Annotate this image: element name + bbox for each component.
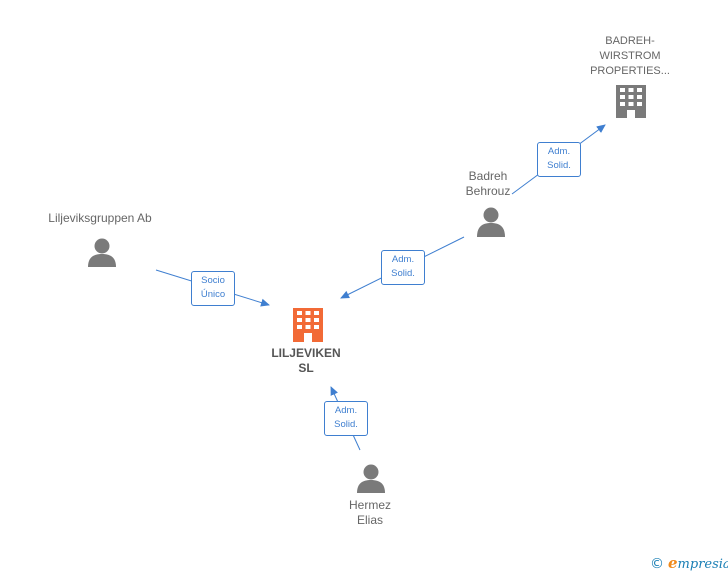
- person-icon: [88, 238, 116, 267]
- building-icon: [616, 85, 646, 118]
- relation-label-line: Solid.: [391, 268, 415, 279]
- brand-initial: e: [668, 554, 678, 572]
- node-label-badreh-wirstrom: BADREH- WIRSTROM PROPERTIES...: [570, 34, 690, 79]
- building-icon-main: [293, 308, 323, 342]
- person-icon: [357, 464, 385, 493]
- node-label-line: BADREH-: [605, 35, 655, 47]
- relation-label-line: Solid.: [334, 419, 358, 430]
- node-label-line: LILJEVIKEN: [271, 346, 341, 360]
- relation-label-liljeviksgruppen-liljeviken[interactable]: Socio Único: [191, 271, 235, 306]
- node-label-line: Liljeviksgruppen Ab: [48, 211, 152, 225]
- relation-label-line: Único: [200, 289, 226, 300]
- node-label-hermez-elias: Hermez Elias: [330, 498, 410, 528]
- node-label-line: Elias: [356, 513, 383, 527]
- relation-label-line: Adm.: [334, 405, 358, 416]
- relation-label-line: Solid.: [547, 160, 571, 171]
- node-label-line: SL: [298, 361, 314, 375]
- relation-label-line: Socio: [201, 275, 225, 286]
- node-label-line: Behrouz: [465, 184, 511, 198]
- node-label-liljeviken: LILJEVIKEN SL: [258, 346, 354, 376]
- person-icon: [477, 207, 505, 237]
- node-label-line: Hermez: [348, 498, 391, 512]
- relation-label-behrouz-liljeviken[interactable]: Adm. Solid.: [381, 250, 425, 285]
- copyright-symbol: ©: [650, 556, 664, 572]
- relation-label-line: Adm.: [547, 146, 571, 157]
- node-label-liljeviksgruppen: Liljeviksgruppen Ab: [30, 211, 170, 226]
- relation-label-hermez-liljeviken[interactable]: Adm. Solid.: [324, 401, 368, 436]
- node-label-line: PROPERTIES...: [590, 65, 670, 77]
- relation-label-behrouz-wirstrom[interactable]: Adm. Solid.: [537, 142, 581, 177]
- relation-label-line: Adm.: [391, 254, 415, 265]
- node-label-line: Badreh: [468, 169, 508, 183]
- node-label-line: WIRSTROM: [599, 50, 661, 62]
- node-label-badreh-behrouz: Badreh Behrouz: [448, 169, 528, 199]
- empresia-logo: ©empresia: [650, 554, 728, 572]
- brand-name: mpresia: [677, 557, 728, 572]
